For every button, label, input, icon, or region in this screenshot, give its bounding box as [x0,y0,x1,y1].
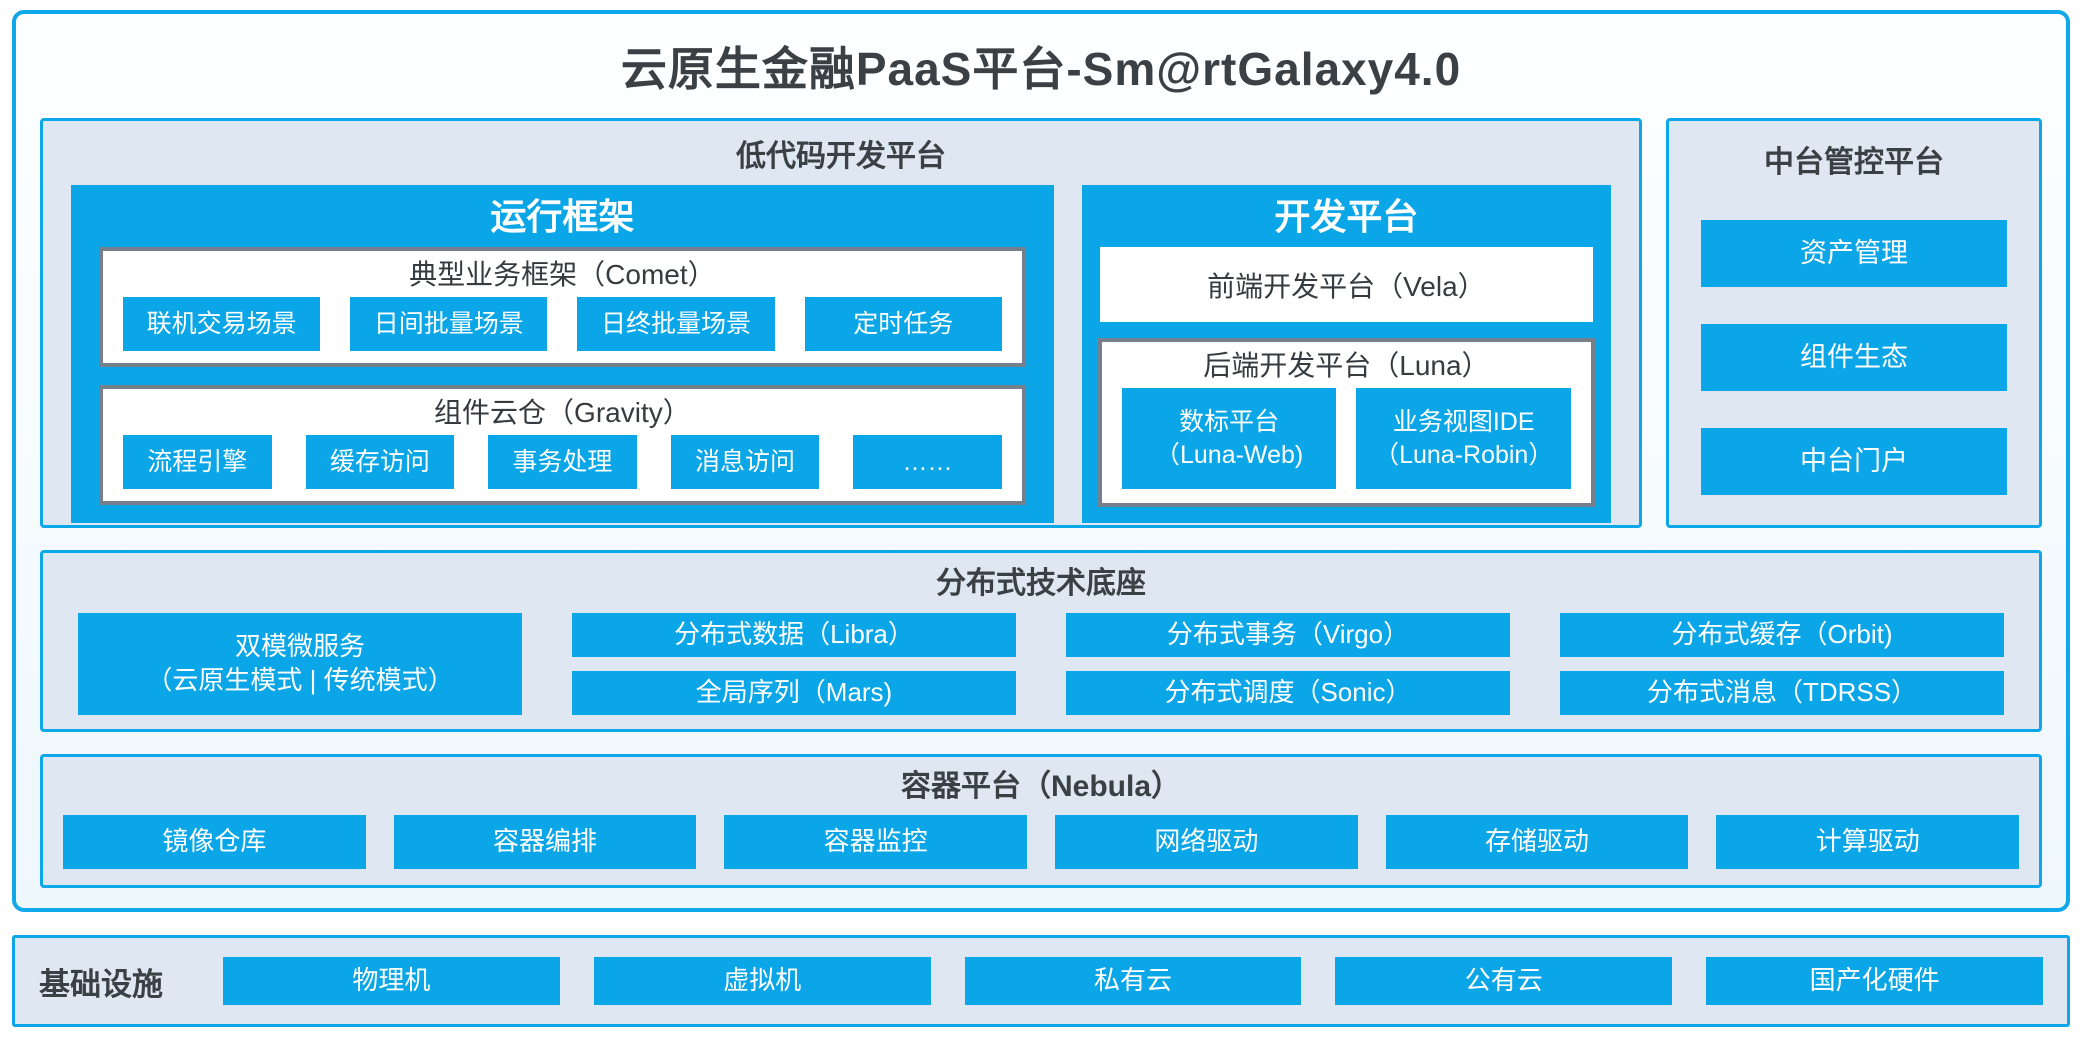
distributed-grid: 双模微服务 （云原生模式 | 传统模式） 分布式数据（Libra） 分布式事务（… [43,603,2039,729]
infrastructure-title: 基础设施 [39,966,163,1002]
container-platform-panel: 容器平台（Nebula） 镜像仓库 容器编排 容器监控 网络驱动 存储驱动 计算… [40,754,2042,888]
container-item-compute-driver: 计算驱动 [1716,815,2020,869]
luna-web-line2: （Luna-Web) [1154,440,1304,469]
infra-item-virtual-machine: 虚拟机 [593,957,931,1005]
comet-item-daytime-batch: 日间批量场景 [350,297,548,351]
lowcode-body: 运行框架 典型业务框架（Comet） 联机交易场景 日间批量场景 日终批量场景 … [43,177,1639,543]
midplatform-panel: 中台管控平台 资产管理 组件生态 中台门户 [1666,118,2042,528]
distributed-cache-orbit-chip: 分布式缓存（Orbit) [1560,613,2004,657]
luna-robin-line2: （Luna-Robin） [1374,440,1554,469]
container-item-storage-driver: 存储驱动 [1385,815,1689,869]
comet-title: 典型业务框架（Comet） [409,259,716,290]
gravity-item-transaction: 事务处理 [488,435,637,489]
container-platform-title: 容器平台（Nebula） [900,770,1182,803]
luna-web-line1: 数标平台 [1179,408,1280,436]
comet-item-online-trading: 联机交易场景 [123,297,321,351]
vela-box: 前端开发平台（Vela） [1099,247,1593,322]
dev-platform-box: 开发平台 前端开发平台（Vela） 后端开发平台（Luna） 数标平台 （Lun… [1081,185,1611,523]
luna-web-chip: 数标平台 （Luna-Web) [1121,388,1337,489]
comet-item-scheduled-task: 定时任务 [804,297,1002,351]
distributed-base-title: 分布式技术底座 [936,567,1146,600]
container-item-monitoring: 容器监控 [724,815,1028,869]
container-item-orchestration: 容器编排 [393,815,697,869]
infra-item-domestic-hardware: 国产化硬件 [1706,957,2043,1005]
runtime-framework-title: 运行框架 [490,196,635,237]
main-title: 云原生金融PaaS平台-Sm@rtGalaxy4.0 [620,43,1462,95]
gravity-chip-row: 流程引擎 缓存访问 事务处理 消息访问 …… [103,435,1022,501]
distributed-base-panel: 分布式技术底座 双模微服务 （云原生模式 | 传统模式） 分布式数据（Libra… [40,550,2042,732]
gravity-item-cache-access: 缓存访问 [305,435,455,489]
platform-frame: 云原生金融PaaS平台-Sm@rtGalaxy4.0 低代码开发平台 运行框架 … [12,10,2070,912]
gravity-title: 组件云仓（Gravity） [434,397,691,428]
infra-item-private-cloud: 私有云 [964,957,1302,1005]
luna-box: 后端开发平台（Luna） 数标平台 （Luna-Web) 业务视图IDE （Lu… [1097,338,1595,507]
top-row: 低代码开发平台 运行框架 典型业务框架（Comet） 联机交易场景 日间批量场景… [40,118,2042,528]
luna-robin-line1: 业务视图IDE [1392,408,1535,436]
gravity-item-message-access: 消息访问 [670,435,820,489]
distributed-message-tdrss-chip: 分布式消息（TDRSS） [1560,671,2004,715]
gravity-box: 组件云仓（Gravity） 流程引擎 缓存访问 事务处理 消息访问 …… [99,385,1026,505]
comet-box: 典型业务框架（Comet） 联机交易场景 日间批量场景 日终批量场景 定时任务 [99,247,1026,367]
runtime-framework-box: 运行框架 典型业务框架（Comet） 联机交易场景 日间批量场景 日终批量场景 … [71,185,1054,523]
luna-title: 后端开发平台（Luna） [1203,350,1490,381]
dev-platform-title: 开发平台 [1274,196,1419,237]
midplatform-title: 中台管控平台 [1764,146,1944,179]
distributed-scheduling-sonic-chip: 分布式调度（Sonic） [1066,671,1510,715]
infra-item-physical-machine: 物理机 [223,957,560,1005]
comet-item-endofday-batch: 日终批量场景 [577,297,775,351]
lowcode-platform-title: 低代码开发平台 [736,140,946,173]
dual-mode-microservice-chip: 双模微服务 （云原生模式 | 传统模式） [78,613,522,715]
global-sequence-mars-chip: 全局序列（Mars) [572,671,1016,715]
distributed-transaction-virgo-chip: 分布式事务（Virgo） [1066,613,1510,657]
luna-chip-row: 数标平台 （Luna-Web) 业务视图IDE （Luna-Robin） [1102,388,1591,503]
infrastructure-bar: 基础设施 物理机 虚拟机 私有云 公有云 国产化硬件 [12,935,2070,1027]
midplatform-item-asset-management: 资产管理 [1701,220,2007,287]
luna-robin-chip: 业务视图IDE （Luna-Robin） [1356,388,1572,489]
midplatform-item-portal: 中台门户 [1701,428,2007,495]
distributed-data-libra-chip: 分布式数据（Libra） [572,613,1016,657]
gravity-item-ellipsis: …… [853,435,1002,489]
lowcode-platform-panel: 低代码开发平台 运行框架 典型业务框架（Comet） 联机交易场景 日间批量场景… [40,118,1642,528]
midplatform-item-component-ecosystem: 组件生态 [1701,324,2007,391]
dual-mode-line2: （云原生模式 | 传统模式） [146,665,454,695]
container-item-network-driver: 网络驱动 [1055,815,1358,869]
container-item-image-registry: 镜像仓库 [63,815,366,869]
infra-item-public-cloud: 公有云 [1335,957,1673,1005]
comet-chip-row: 联机交易场景 日间批量场景 日终批量场景 定时任务 [103,297,1022,363]
container-chip-row: 镜像仓库 容器编排 容器监控 网络驱动 存储驱动 计算驱动 [43,805,2039,885]
dual-mode-line1: 双模微服务 [234,631,365,662]
gravity-item-process-engine: 流程引擎 [123,435,272,489]
